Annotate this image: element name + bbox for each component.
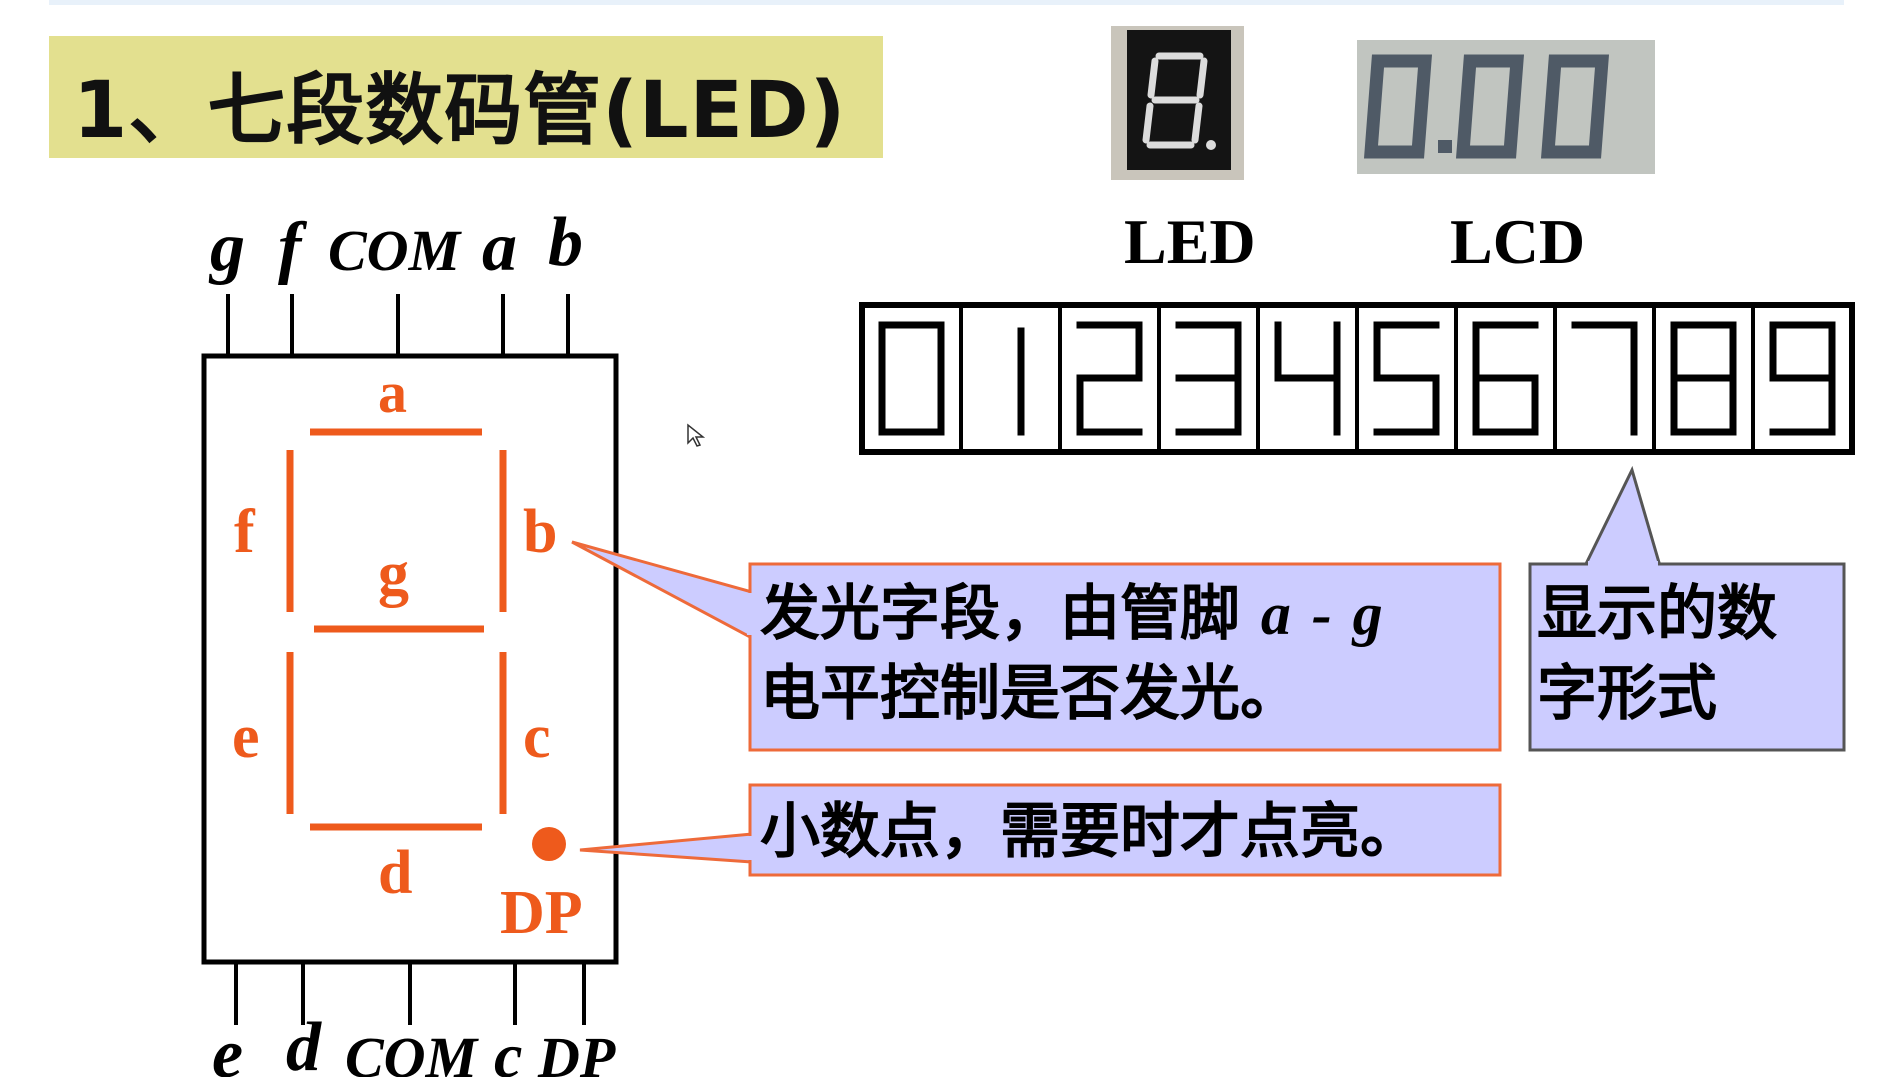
led-digit-segments xyxy=(1142,52,1208,149)
digit-glyph-7 xyxy=(1571,321,1638,436)
lcd-dp-dot xyxy=(1438,140,1452,153)
segment-label-e: e xyxy=(232,703,260,771)
digit-glyph-9 xyxy=(1769,321,1836,436)
lcd-digit-segments xyxy=(1363,54,1610,159)
segment-labels: a f b g e c d DP xyxy=(232,360,583,947)
pin-label-e: e xyxy=(212,1016,243,1077)
pin-label-c: c xyxy=(494,1020,522,1077)
callout-digits-line1: 显示的数 xyxy=(1537,579,1777,649)
segment-label-a: a xyxy=(378,360,407,425)
page-title: 1、七段数码管(LED) xyxy=(73,66,847,156)
digit-glyph-0 xyxy=(878,321,945,436)
callout-digits-text: 显示的数 字形式 xyxy=(1537,574,1777,734)
segments xyxy=(286,428,507,831)
callout-box-segments xyxy=(748,562,1502,752)
callout-box-digits xyxy=(1528,562,1846,752)
bottom-pin-labels: e d COM c DP xyxy=(212,1009,616,1077)
callout-segments-line1-text: 发光字段，由管脚 xyxy=(760,579,1240,649)
lcd-photo xyxy=(1357,40,1655,174)
digit-glyph-5 xyxy=(1373,321,1440,436)
pin-label-com-bottom: COM xyxy=(345,1025,480,1077)
callout-segments-range-dash: - xyxy=(1311,581,1332,647)
title-banner: 1、七段数码管(LED) xyxy=(49,36,883,158)
pin-label-d: d xyxy=(286,1009,322,1077)
top-rule xyxy=(49,0,1844,5)
top-pin-labels: g f COM a b xyxy=(208,204,583,286)
segment-label-g: g xyxy=(378,540,409,608)
callout-pointer-digits xyxy=(1582,465,1662,568)
callout-pointer-join-digits xyxy=(1588,561,1658,569)
callout-box-dp xyxy=(748,783,1502,877)
pin-label-dp: DP xyxy=(537,1025,616,1077)
pin-label-a: a xyxy=(482,209,517,286)
digit-glyph-2 xyxy=(1076,321,1143,436)
callout-segments-range-g: g xyxy=(1352,581,1383,647)
segment-label-dp: DP xyxy=(500,879,583,947)
digit-glyph-8 xyxy=(1670,321,1737,436)
callout-pointer-join-dp xyxy=(747,836,755,860)
pin-label-b: b xyxy=(548,204,583,281)
pin-label-com-top: COM xyxy=(328,218,463,283)
segment-label-d: d xyxy=(378,839,412,907)
led-label: LED xyxy=(1124,206,1256,277)
mouse-cursor-icon xyxy=(687,423,706,447)
callout-segments-range-a: a xyxy=(1260,581,1291,647)
callout-digits-line2: 字形式 xyxy=(1537,659,1717,729)
digit-strip xyxy=(859,302,1855,455)
digit-glyph-6 xyxy=(1472,321,1539,436)
callout-segments-text: 发光字段，由管脚 a - g 电平控制是否发光。 xyxy=(760,574,1383,734)
digit-glyph-3 xyxy=(1175,321,1242,436)
digit-glyph-4 xyxy=(1274,321,1341,436)
package-outline xyxy=(201,353,619,965)
decimal-point xyxy=(532,827,566,861)
pin-label-f: f xyxy=(278,209,308,286)
callout-dp-text: 小数点，需要时才点亮。 xyxy=(760,797,1420,867)
segment-label-c: c xyxy=(523,703,551,771)
callout-segments-line2: 电平控制是否发光。 xyxy=(760,659,1300,729)
pin-label-g: g xyxy=(208,209,245,286)
callout-pointer-join-segments xyxy=(747,593,755,635)
top-leads xyxy=(226,294,570,356)
led-photo xyxy=(1111,26,1244,180)
callout-segments-line1: 发光字段，由管脚 a - g xyxy=(760,574,1383,654)
led-dp-dot xyxy=(1206,140,1216,150)
bottom-leads xyxy=(234,962,586,1025)
segment-label-b: b xyxy=(523,498,557,566)
lcd-label: LCD xyxy=(1450,206,1586,277)
segment-label-f: f xyxy=(234,498,256,566)
